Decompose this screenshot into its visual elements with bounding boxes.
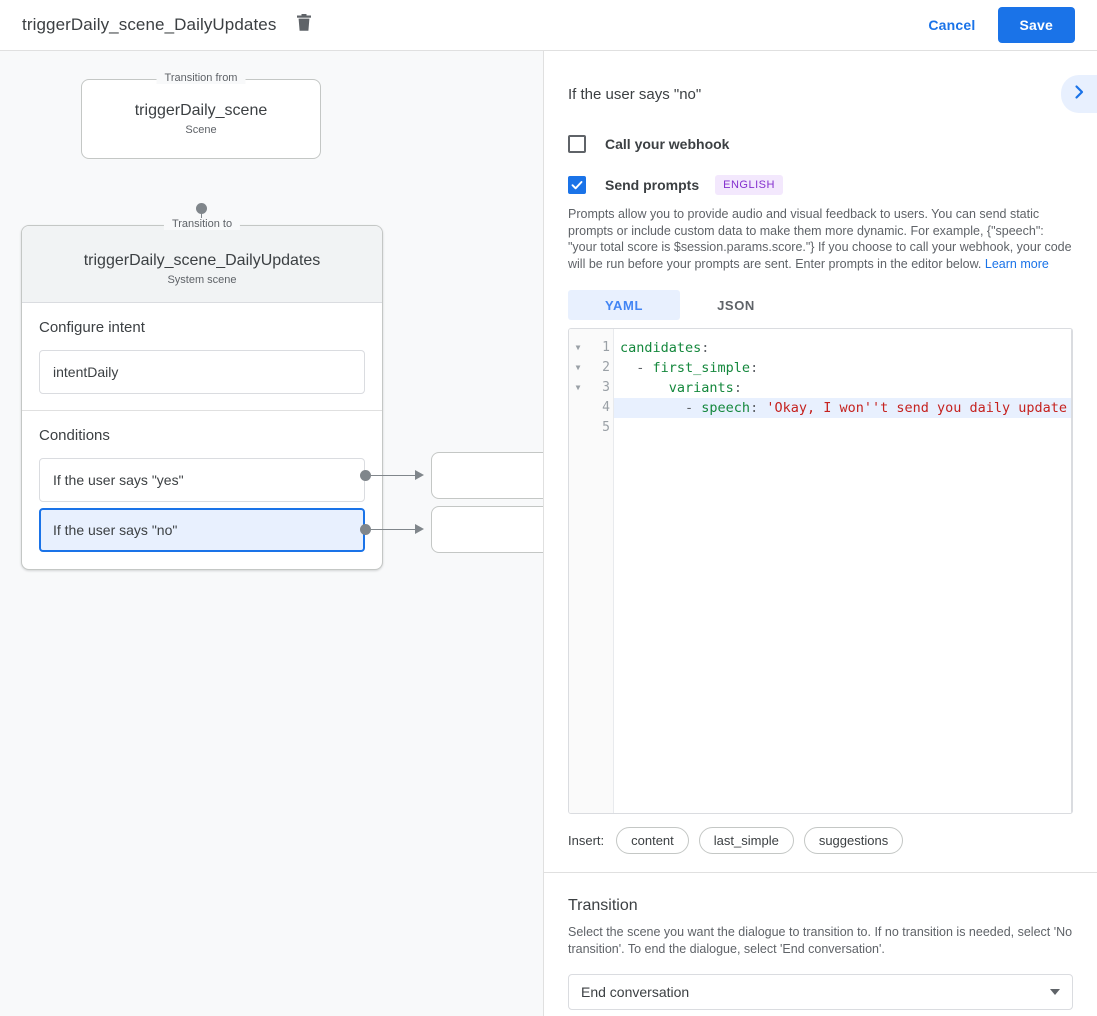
editor-right-edge: [1071, 329, 1072, 813]
detail-panel: If the user says "no" Call your webhook …: [543, 51, 1097, 1016]
code-token: variants: [668, 380, 734, 396]
chevron-down-icon: [1050, 989, 1060, 995]
send-prompts-row[interactable]: Send prompts ENGLISH: [568, 175, 1073, 195]
condition-row-yes[interactable]: If the user says "yes": [39, 458, 365, 502]
code-token: :: [701, 340, 710, 356]
transition-from-legend: Transition from: [156, 72, 246, 84]
code-token: -: [620, 360, 653, 376]
condition-no-connector-dot: [360, 524, 371, 535]
condition-yes-connector-dot: [360, 470, 371, 481]
format-tabs: YAML JSON: [568, 290, 1073, 320]
condition-row-no[interactable]: If the user says "no": [39, 508, 365, 552]
editor-code-area[interactable]: candidates: - first_simple: variants: - …: [614, 329, 1072, 813]
transition-select-value: End conversation: [581, 984, 690, 1000]
panel-divider: [544, 872, 1097, 873]
gutter-row: 4: [569, 398, 613, 418]
code-token: :: [750, 400, 767, 416]
code-token: 'Okay, I won''t send you daily update: [766, 400, 1068, 416]
code-token: :: [733, 380, 742, 396]
save-button[interactable]: Save: [997, 7, 1075, 43]
transition-to-node-header: triggerDaily_scene_DailyUpdates System s…: [22, 226, 382, 303]
configure-intent-title: Configure intent: [39, 319, 145, 336]
code-token: speech: [701, 400, 751, 416]
top-bar: triggerDaily_scene_DailyUpdates Cancel S…: [0, 0, 1097, 51]
webhook-row[interactable]: Call your webhook: [568, 135, 1073, 153]
cancel-button[interactable]: Cancel: [914, 9, 989, 41]
transition-from-node-subtitle: Scene: [185, 124, 217, 136]
code-line[interactable]: candidates:: [614, 338, 1072, 358]
gutter-row: 5: [569, 418, 613, 438]
conditions-title: Conditions: [39, 427, 110, 444]
check-icon: [571, 181, 583, 190]
transition-description: Select the scene you want the dialogue t…: [568, 925, 1073, 956]
line-number: 2: [602, 360, 610, 375]
editor-gutter: ▼1 ▼2 ▼3 4 5: [569, 329, 614, 813]
line-number: 4: [602, 400, 610, 415]
fold-arrow-icon[interactable]: ▼: [575, 383, 581, 392]
transition-select[interactable]: End conversation: [568, 974, 1073, 1010]
send-prompts-checkbox[interactable]: [568, 176, 586, 194]
transition-to-node-subtitle: System scene: [167, 274, 237, 286]
gutter-row: ▼1: [569, 338, 613, 358]
line-number: 5: [602, 420, 610, 435]
insert-chip-content[interactable]: content: [616, 827, 689, 854]
condition-yes-arrowhead-icon: [415, 470, 424, 480]
conditions-section: Conditions If the user says "yes" If the…: [22, 410, 382, 574]
target-node-yes[interactable]: [431, 452, 543, 499]
insert-row: Insert: content last_simple suggestions: [568, 827, 1073, 872]
insert-label: Insert:: [568, 833, 605, 848]
transition-to-node[interactable]: Transition to triggerDaily_scene_DailyUp…: [21, 218, 383, 570]
learn-more-link[interactable]: Learn more: [984, 256, 1049, 271]
line-number: 1: [602, 340, 610, 355]
fold-arrow-icon[interactable]: ▼: [575, 363, 581, 372]
panel-header: If the user says "no": [544, 51, 1097, 113]
gutter-row: ▼2: [569, 358, 613, 378]
intent-field[interactable]: intentDaily: [39, 350, 365, 394]
code-token: :: [750, 360, 759, 376]
prompts-description-text: Prompts allow you to provide audio and v…: [568, 207, 1072, 271]
target-node-no[interactable]: [431, 506, 543, 553]
code-token: candidates: [620, 340, 702, 356]
gutter-row: ▼3: [569, 378, 613, 398]
code-token: [620, 380, 669, 396]
panel-body: Call your webhook Send prompts ENGLISH P…: [544, 135, 1097, 872]
condition-yes-connector-line: [371, 475, 417, 476]
code-line[interactable]: - first_simple:: [614, 358, 1072, 378]
configure-intent-section: Configure intent intentDaily: [22, 303, 382, 410]
transition-from-node-title: triggerDaily_scene: [134, 102, 268, 119]
transition-to-legend: Transition to: [163, 218, 241, 230]
page-title: triggerDaily_scene_DailyUpdates: [22, 15, 277, 34]
code-editor[interactable]: ▼1 ▼2 ▼3 4 5 candidates: - first_simple:…: [568, 328, 1073, 814]
code-token: -: [620, 400, 702, 416]
code-line[interactable]: [614, 418, 1072, 438]
panel-title: If the user says "no": [568, 85, 702, 103]
webhook-label: Call your webhook: [605, 136, 730, 152]
condition-no-arrowhead-icon: [415, 524, 424, 534]
chevron-right-icon: [1071, 84, 1087, 105]
code-line[interactable]: - speech: 'Okay, I won''t send you daily…: [614, 398, 1072, 418]
transition-from-node[interactable]: Transition from triggerDaily_scene Scene: [81, 72, 321, 159]
graph-canvas[interactable]: Transition from triggerDaily_scene Scene…: [0, 51, 543, 1016]
code-token: first_simple: [652, 360, 751, 376]
tab-yaml[interactable]: YAML: [568, 290, 680, 320]
code-line[interactable]: variants:: [614, 378, 1072, 398]
condition-no-connector-line: [371, 529, 417, 530]
trash-icon: [296, 13, 312, 37]
language-badge: ENGLISH: [715, 175, 783, 195]
insert-chip-suggestions[interactable]: suggestions: [803, 827, 904, 854]
prompts-description: Prompts allow you to provide audio and v…: [568, 206, 1073, 272]
insert-chip-last-simple[interactable]: last_simple: [698, 827, 794, 854]
webhook-checkbox[interactable]: [568, 135, 586, 153]
fold-arrow-icon[interactable]: ▼: [575, 343, 581, 352]
delete-button[interactable]: [292, 13, 316, 37]
tab-json[interactable]: JSON: [717, 297, 755, 313]
send-prompts-label: Send prompts: [605, 177, 700, 193]
transition-section: Transition Select the scene you want the…: [544, 873, 1097, 1010]
line-number: 3: [602, 380, 610, 395]
expand-panel-button[interactable]: [1061, 75, 1097, 113]
transition-to-node-title: triggerDaily_scene_DailyUpdates: [83, 252, 321, 269]
transition-title: Transition: [568, 897, 638, 914]
